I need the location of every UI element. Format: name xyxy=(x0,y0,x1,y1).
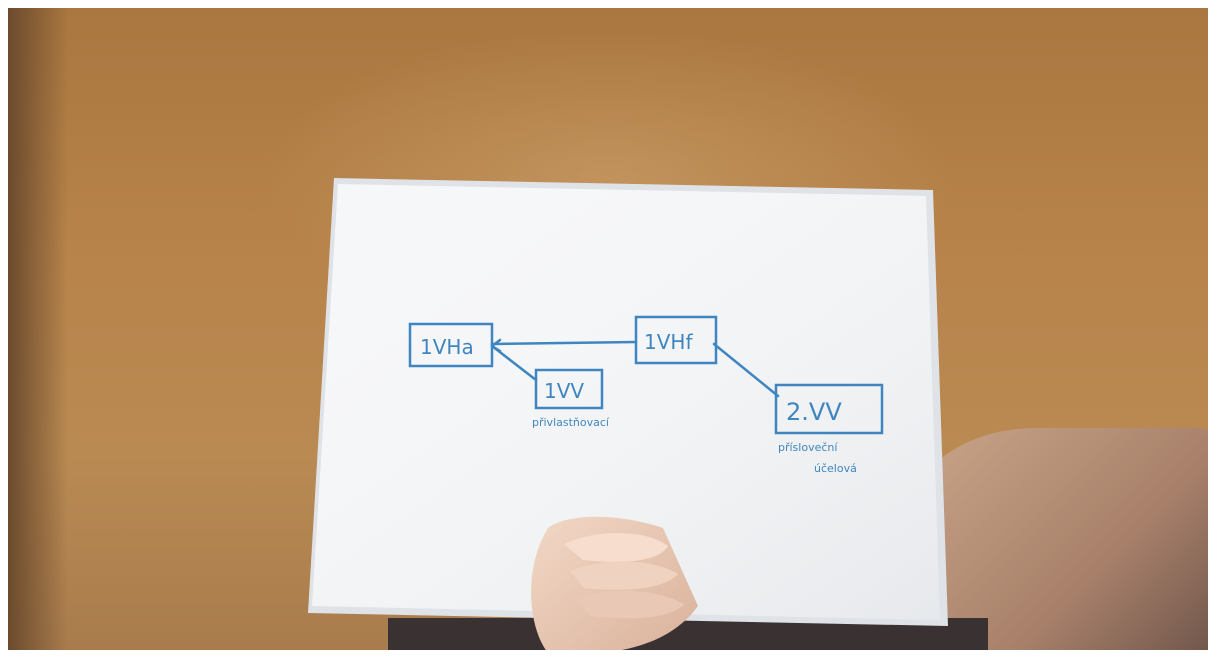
diagram-labels: 1VHa 1VHf 1VV 2.VV přivlastňovací příslo… xyxy=(420,330,857,475)
box-1vha xyxy=(408,322,494,368)
diagram-connectors xyxy=(490,338,780,398)
webcam-video: 1VHa 1VHf 1VV 2.VV přivlastňovací příslo… xyxy=(8,8,1208,650)
note-prislovecni: přísloveční xyxy=(778,441,838,454)
scene-drawing: 1VHa 1VHf 1VV 2.VV přivlastňovací příslo… xyxy=(308,178,948,650)
finger-2 xyxy=(570,561,678,590)
diagram-boxes xyxy=(408,315,884,435)
forearm xyxy=(908,428,1208,650)
note-privlastnovaci: přivlastňovací xyxy=(532,416,610,429)
note-ucelova: účelová xyxy=(814,462,857,475)
box-2vv xyxy=(774,383,884,435)
arrow-tip-upper xyxy=(490,338,502,348)
label-1vha: 1VHa xyxy=(420,335,474,359)
arrow-tip-lower xyxy=(490,344,502,353)
hand xyxy=(531,516,698,650)
label-1vhf: 1VHf xyxy=(644,330,693,354)
box-1vhf xyxy=(634,315,718,365)
label-1vv: 1VV xyxy=(544,379,584,403)
finger-1 xyxy=(564,532,668,562)
finger-3 xyxy=(576,590,684,619)
wall-shadow xyxy=(8,8,68,650)
box-1vv xyxy=(534,368,604,410)
label-2vv: 2.VV xyxy=(786,398,842,426)
connector-1vha-1vhf xyxy=(490,340,638,346)
paper-shading xyxy=(312,184,940,620)
connector-1vhf-2vv xyxy=(712,342,780,398)
